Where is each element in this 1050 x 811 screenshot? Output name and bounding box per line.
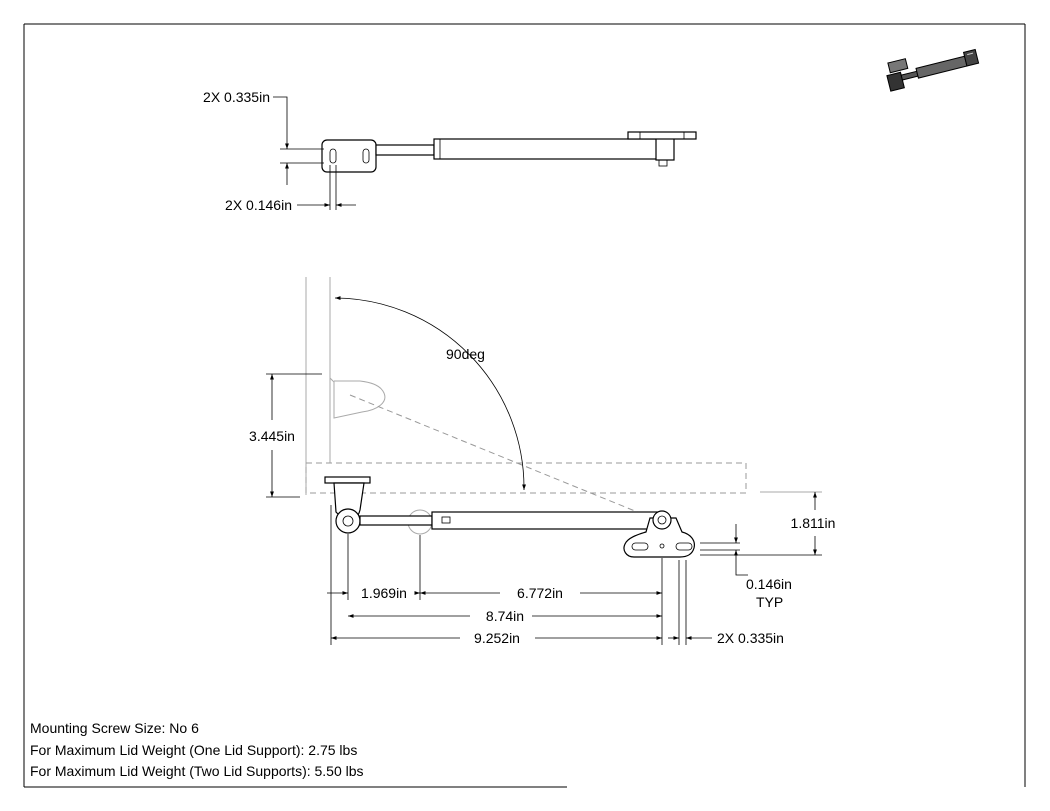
top-hole-spacing-label: 2X 0.335in (203, 89, 270, 105)
note-two-supports: For Maximum Lid Weight (Two Lid Supports… (30, 763, 364, 779)
side-hole-spacing-label: 2X 0.335in (717, 630, 784, 646)
dim-c: 8.74in (348, 608, 662, 624)
side-base-bracket (623, 517, 695, 558)
dim-d-label: 9.252in (474, 630, 520, 646)
hole-diameter-dimension: 0.146in TYP (700, 524, 792, 610)
sheet-border (23, 23, 1026, 788)
top-hole-spacing-dim: 2X 0.335in (203, 89, 324, 185)
dim-c-label: 8.74in (486, 608, 524, 624)
side-lid-plate (324, 476, 371, 484)
offset-dimension: 1.811in (700, 492, 836, 556)
notes-block: Mounting Screw Size: No 6 For Maximum Li… (30, 718, 364, 783)
note-screw-size: Mounting Screw Size: No 6 (30, 720, 199, 736)
dim-b-label: 6.772in (517, 585, 563, 601)
offset-label: 1.811in (791, 515, 836, 531)
top-bracket-slot-left (329, 148, 337, 164)
side-end-pivot (652, 510, 672, 530)
side-cylinder (431, 511, 661, 530)
top-cylinder (433, 138, 673, 160)
side-hole-spacing-dim: 2X 0.335in (668, 630, 784, 646)
lid-closed-outline (305, 462, 747, 494)
top-view: 2X 0.335in 2X 0.146in (203, 89, 697, 213)
base-slot-left (631, 542, 649, 551)
dim-a: 1.969in (327, 585, 420, 601)
top-bracket (321, 139, 377, 173)
angle-label: 90deg (446, 346, 485, 362)
extension-lines (330, 505, 687, 645)
cabinet-outline (305, 277, 822, 535)
top-hole-diameter-label: 2X 0.146in (225, 197, 292, 213)
side-pivot-outer (335, 508, 361, 534)
side-rod (359, 515, 433, 526)
side-view: 90deg 3.445in 1. (249, 277, 835, 646)
top-hole-diameter-dim: 2X 0.146in (225, 165, 356, 213)
height-label: 3.445in (249, 428, 295, 444)
top-lid-plate (627, 131, 697, 140)
dim-a-label: 1.969in (361, 585, 407, 601)
hole-diameter-suffix: TYP (756, 594, 783, 610)
note-one-support: For Maximum Lid Weight (One Lid Support)… (30, 741, 358, 758)
height-dimension: 3.445in (249, 373, 322, 498)
hole-diameter-label: 0.146in (746, 576, 792, 592)
base-slot-right (675, 542, 693, 551)
top-bracket-slot-right (362, 148, 370, 164)
dim-d: 9.252in (331, 630, 662, 646)
top-rod (375, 144, 435, 156)
dim-b: 6.772in (420, 585, 662, 601)
angle-dimension: 90deg (334, 296, 527, 491)
top-end-cap (655, 136, 675, 161)
iso-thumbnail (886, 48, 980, 92)
